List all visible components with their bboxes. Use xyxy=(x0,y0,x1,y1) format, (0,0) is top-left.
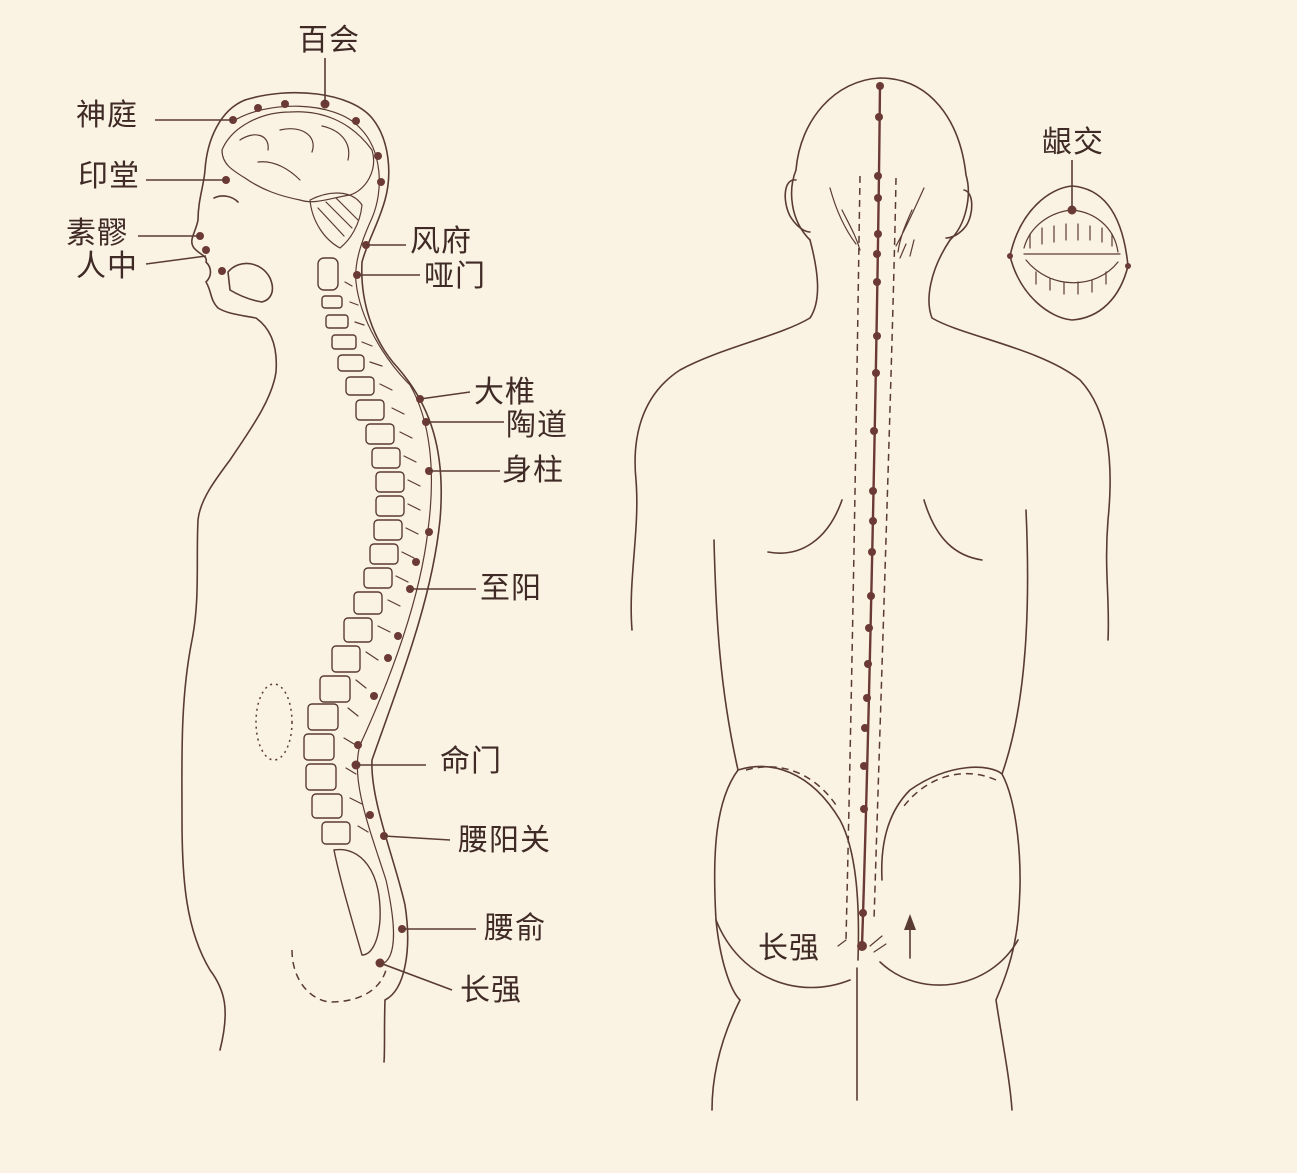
back-neck-muscles xyxy=(829,187,925,259)
label-suliao: 素髎 xyxy=(66,216,128,251)
label-mingmen: 命门 xyxy=(440,744,502,779)
side-eye xyxy=(213,195,239,203)
label-yinjiao: 龈交 xyxy=(1042,125,1104,160)
back-torso-right xyxy=(928,239,1111,1111)
back-dashed-line-left xyxy=(845,175,861,941)
label-fengfu: 风府 xyxy=(410,224,472,259)
label-changqiang-side: 长强 xyxy=(460,973,522,1008)
back-scapula-right xyxy=(923,499,983,561)
back-coccyx-marks xyxy=(837,935,887,953)
up-arrow-icon xyxy=(904,914,916,959)
label-yaoyangguan: 腰阳关 xyxy=(458,823,551,858)
back-ear-right xyxy=(945,189,973,239)
side-spine xyxy=(303,257,421,956)
back-dashed-line-right xyxy=(873,177,897,921)
label-taodao: 陶道 xyxy=(506,408,568,443)
side-view-figure xyxy=(138,58,504,1063)
side-kidney-dotted xyxy=(255,683,293,761)
mouth-gum xyxy=(1023,209,1119,253)
back-torso-left xyxy=(630,239,819,1111)
back-scapula-left xyxy=(767,499,843,554)
label-shenzhu: 身柱 xyxy=(502,453,564,488)
back-view-figure xyxy=(630,77,1111,1111)
label-dazhui: 大椎 xyxy=(474,375,536,410)
side-cerebellum xyxy=(309,192,363,249)
back-meridian-dots xyxy=(857,82,884,951)
label-zhiyang: 至阳 xyxy=(480,571,542,606)
mouth-teeth-upper xyxy=(1023,223,1121,255)
back-buttock-right xyxy=(879,766,1019,986)
mouth-inset xyxy=(1007,160,1131,321)
side-ear xyxy=(227,262,274,303)
label-changqiang-back: 长强 xyxy=(758,931,820,966)
side-leader-lines xyxy=(138,58,504,991)
back-meridian-line xyxy=(860,83,882,947)
label-yintang: 印堂 xyxy=(78,159,140,194)
side-inner-outline xyxy=(231,105,433,966)
back-ear-left xyxy=(784,179,811,233)
label-baihui: 百会 xyxy=(298,23,360,58)
label-renzhong: 人中 xyxy=(76,249,138,284)
label-yaoshu: 腰俞 xyxy=(484,911,546,946)
label-shenting: 神庭 xyxy=(76,98,138,133)
side-body-outline xyxy=(244,91,443,1063)
mouth-teeth-lower xyxy=(1025,259,1119,295)
side-face-outline xyxy=(181,99,278,1051)
label-yamen: 哑门 xyxy=(424,259,486,294)
back-buttock-dashed xyxy=(745,766,997,809)
side-buttock-dashed xyxy=(291,949,387,1003)
side-brain xyxy=(221,111,375,203)
mouth-lower-lip xyxy=(1009,255,1129,321)
